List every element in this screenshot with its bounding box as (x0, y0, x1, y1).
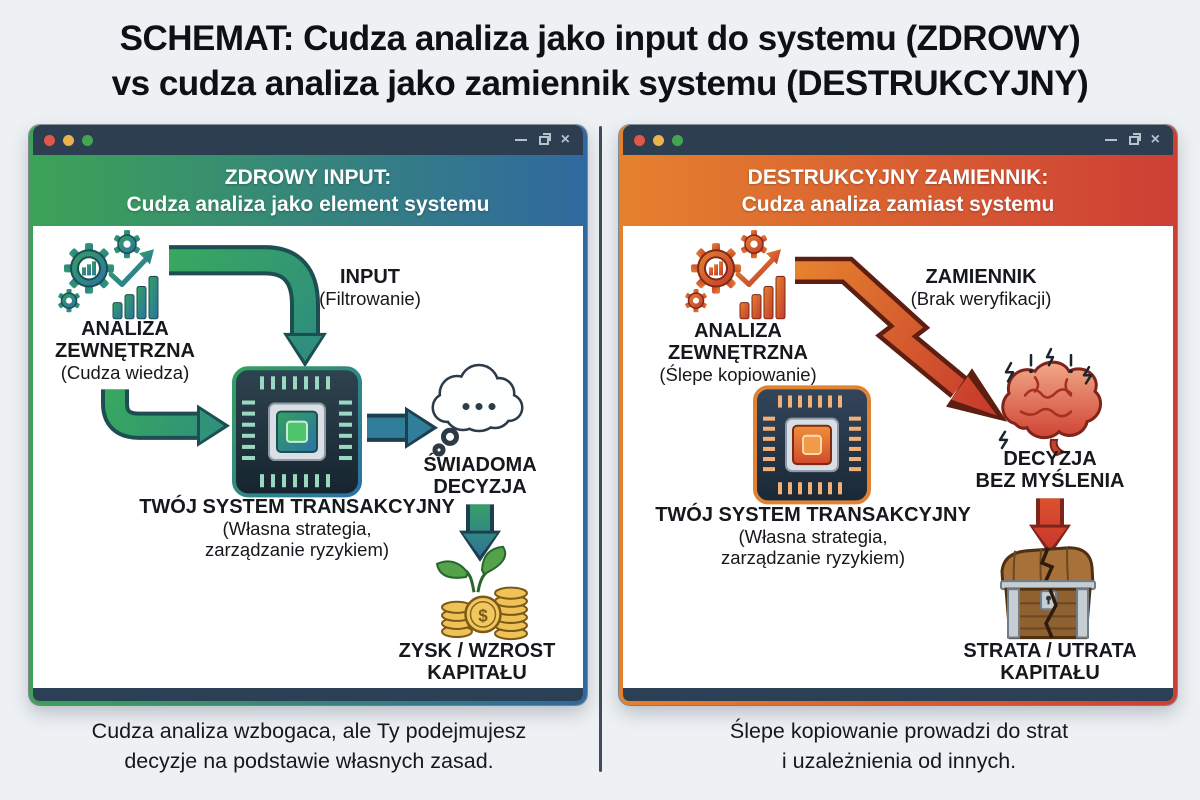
minimize-traffic-icon[interactable] (653, 134, 664, 146)
trading-system-chip-icon (232, 366, 362, 498)
trading-system-label: TWÓJ SYSTEM TRANSAKCYJNY (Własna strateg… (655, 504, 971, 568)
mindless-brain-icon (998, 347, 1103, 457)
diagram-healthy: $ ANALIZA ZEWNĘTRZNA (Cudza wiedza) INPU… (33, 226, 583, 688)
panel-divider (599, 126, 602, 772)
close-traffic-icon[interactable] (634, 134, 645, 146)
restore-icon[interactable] (1128, 132, 1141, 145)
decision-to-profit-arrow (459, 504, 501, 562)
page-title: SCHEMAT: Cudza analiza jako input do sys… (0, 16, 1200, 106)
minimize-icon[interactable] (1104, 139, 1117, 141)
loss-label: STRATA / UTRATA KAPITAŁU (963, 640, 1137, 684)
maximize-traffic-icon[interactable] (672, 134, 683, 146)
close-icon[interactable]: × (560, 131, 570, 148)
close-traffic-icon[interactable] (44, 134, 55, 146)
close-icon[interactable]: × (1150, 131, 1160, 148)
titlebar-destructive: × (623, 125, 1173, 155)
diagram-destructive: ANALIZA ZEWNĘTRZNA (Ślepe kopiowanie) ZA… (623, 226, 1173, 688)
statusbar-destructive (623, 688, 1173, 701)
header-healthy: ZDROWY INPUT: Cudza analiza jako element… (33, 155, 583, 226)
dollar-symbol: $ (478, 606, 488, 625)
page-title-line2: vs cudza analiza jako zamiennik systemu … (111, 64, 1089, 103)
traffic-lights (623, 134, 683, 146)
external-analysis-label: ANALIZA ZEWNĘTRZNA (Cudza wiedza) (55, 318, 195, 383)
input-arrow-label: INPUT (Filtrowanie) (319, 266, 421, 309)
header-healthy-line1: ZDROWY INPUT: (224, 165, 392, 189)
thought-cloud-icon (431, 363, 524, 457)
replacement-arrow-label: ZAMIENNIK (Brak weryfikacji) (910, 266, 1052, 309)
header-destructive-line2: Cudza analiza zamiast systemu (741, 192, 1055, 216)
profit-coins-icon: $ (435, 545, 528, 641)
minimize-traffic-icon[interactable] (63, 134, 74, 146)
profit-label: ZYSK / WZROST KAPITAŁU (398, 640, 556, 684)
window-destructive: × DESTRUKCYJNY ZAMIENNIK: Cudza analiza … (619, 125, 1177, 705)
decision-to-loss-arrow (1029, 498, 1071, 556)
caption-healthy: Cudza analiza wzbogaca, ale Ty podejmuje… (91, 719, 527, 773)
maximize-traffic-icon[interactable] (82, 134, 93, 146)
header-healthy-line2: Cudza analiza jako element systemu (126, 192, 490, 216)
header-destructive: DESTRUKCYJNY ZAMIENNIK: Cudza analiza za… (623, 155, 1173, 226)
system-to-decision-arrow (367, 406, 438, 449)
caption-destructive: Ślepe kopiowanie prowadzi do strat i uza… (729, 719, 1069, 773)
traffic-lights (33, 134, 93, 146)
header-destructive-line1: DESTRUKCYJNY ZAMIENNIK: (747, 165, 1049, 189)
external-analysis-icon (58, 230, 159, 320)
minimize-icon[interactable] (514, 139, 527, 141)
restore-icon[interactable] (538, 132, 551, 145)
broken-chest-icon (1000, 546, 1096, 640)
titlebar-healthy: × (33, 125, 583, 155)
external-analysis-icon (685, 230, 786, 320)
conscious-decision-label: ŚWIADOMA DECYZJA (423, 454, 537, 498)
trading-system-label: TWÓJ SYSTEM TRANSAKCYJNY (Własna strateg… (139, 496, 455, 560)
trading-system-chip-icon (753, 385, 871, 505)
statusbar-healthy (33, 688, 583, 701)
window-healthy: × ZDROWY INPUT: Cudza analiza jako eleme… (29, 125, 587, 705)
external-analysis-label: ANALIZA ZEWNĘTRZNA (Ślepe kopiowanie) (659, 320, 817, 385)
input-arrow (169, 245, 327, 368)
page-title-line1: SCHEMAT: Cudza analiza jako input do sys… (119, 19, 1081, 58)
diagram-healthy-canvas: $ (58, 230, 528, 641)
replacement-bolt-arrow (795, 256, 1007, 422)
mindless-decision-label: DECYZJA BEZ MYŚLENIA (975, 448, 1125, 492)
source-to-system-arrow (101, 389, 230, 447)
diagram-destructive-canvas (685, 230, 1103, 640)
